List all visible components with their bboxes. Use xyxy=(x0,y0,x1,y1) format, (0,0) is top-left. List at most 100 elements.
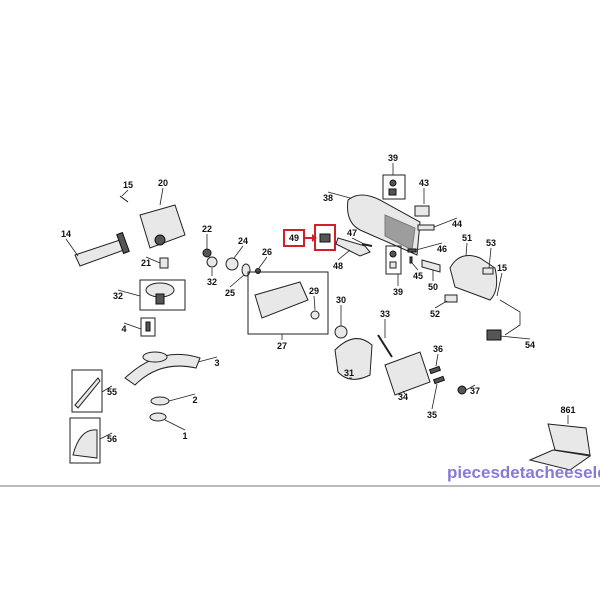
spanner-box xyxy=(71,369,103,413)
callout-3: 3 xyxy=(214,358,219,368)
label-53 xyxy=(482,267,494,275)
guard-56-box xyxy=(69,417,101,464)
leader-line-36 xyxy=(435,353,439,367)
leader-line-25 xyxy=(229,274,245,288)
leader-line-55 xyxy=(101,385,113,393)
carbon-brush-49 xyxy=(319,233,331,243)
switch-43 xyxy=(414,205,430,217)
leader-line-56 xyxy=(99,432,113,440)
spindle-assembly xyxy=(139,279,186,311)
callout-39: 39 xyxy=(393,287,403,297)
ring-25 xyxy=(241,263,251,277)
callout-56: 56 xyxy=(107,434,117,444)
callout-39: 39 xyxy=(388,153,398,163)
leader-line-1 xyxy=(164,419,186,431)
screw-33 xyxy=(377,334,393,358)
leader-line-46 xyxy=(415,242,443,251)
leader-line-15 xyxy=(496,272,503,297)
part-4 xyxy=(140,317,156,337)
callout-48: 48 xyxy=(333,261,343,271)
part-46 xyxy=(407,248,417,253)
screw-15 xyxy=(119,195,129,203)
watermark: piecesdetacheeselec.com xyxy=(447,463,600,482)
leader-line-2 xyxy=(168,393,196,402)
leader-line-21 xyxy=(145,256,161,264)
callout-49[interactable]: 49 xyxy=(289,233,299,243)
callout-27: 27 xyxy=(277,341,287,351)
callout-45: 45 xyxy=(413,271,423,281)
callout-33: 33 xyxy=(380,309,390,319)
leader-line-24 xyxy=(233,245,244,259)
callout-15: 15 xyxy=(497,263,507,273)
callout-53: 53 xyxy=(486,238,496,248)
leader-line-53 xyxy=(488,247,492,269)
callout-44: 44 xyxy=(452,219,462,229)
leader-line-37 xyxy=(465,384,476,391)
leader-line-15 xyxy=(121,189,129,197)
sleeve-50 xyxy=(421,259,441,273)
callout-24: 24 xyxy=(238,236,248,246)
callout-22: 22 xyxy=(202,224,212,234)
leader-line-3 xyxy=(197,356,218,363)
screw-45 xyxy=(409,256,413,264)
callout-15: 15 xyxy=(123,180,133,190)
callout-36: 36 xyxy=(433,344,443,354)
washer-32 xyxy=(206,256,218,268)
callout-29: 29 xyxy=(309,286,319,296)
callout-25: 25 xyxy=(225,288,235,298)
leader-line-4 xyxy=(123,322,142,330)
highlight-part-49-box[interactable] xyxy=(314,224,336,251)
callout-54: 54 xyxy=(525,340,535,350)
label-52 xyxy=(444,294,458,303)
part-39-bottom xyxy=(385,245,402,275)
callout-14: 14 xyxy=(61,229,71,239)
callout-861: 861 xyxy=(560,405,575,415)
leader-line-20 xyxy=(159,187,164,206)
leader-line-14 xyxy=(65,238,79,257)
leader-line-32 xyxy=(117,289,141,297)
callout-32: 32 xyxy=(113,291,123,301)
leader-line-34 xyxy=(402,390,406,395)
callout-46: 46 xyxy=(437,244,447,254)
leader-line-51 xyxy=(465,242,468,257)
callout-35: 35 xyxy=(427,410,437,420)
cord-54 xyxy=(499,299,521,336)
callout-43: 43 xyxy=(419,178,429,188)
leader-line-44 xyxy=(433,217,458,228)
stator-34 xyxy=(384,351,431,396)
side-handle xyxy=(74,231,130,267)
wheel-guard xyxy=(124,351,201,386)
callout-32: 32 xyxy=(207,277,217,287)
callout-4: 4 xyxy=(121,324,126,334)
gear-24 xyxy=(225,257,239,271)
callout-1: 1 xyxy=(182,431,187,441)
armature-box xyxy=(247,271,329,335)
bearing-22 xyxy=(202,248,212,258)
callout-55: 55 xyxy=(107,387,117,397)
callout-37: 37 xyxy=(470,386,480,396)
callout-2: 2 xyxy=(192,395,197,405)
leader-line-47 xyxy=(351,237,365,245)
callout-26: 26 xyxy=(262,247,272,257)
leader-line-48 xyxy=(337,249,351,261)
leader-lines xyxy=(65,163,569,440)
carry-case-861 xyxy=(528,423,592,471)
leader-line-38 xyxy=(327,191,351,199)
part-21 xyxy=(159,257,169,269)
callout-38: 38 xyxy=(323,193,333,203)
callout-52: 52 xyxy=(430,309,440,319)
leader-line-52 xyxy=(434,300,448,309)
nut-1 xyxy=(149,412,167,422)
bearing-housing-31 xyxy=(334,338,373,380)
switch-rod-48 xyxy=(335,237,371,257)
callout-21: 21 xyxy=(141,258,151,268)
gear-housing xyxy=(139,204,186,249)
callout-34: 34 xyxy=(398,392,408,402)
leader-line-29 xyxy=(313,295,316,311)
leader-line-26 xyxy=(258,256,268,269)
callout-47: 47 xyxy=(347,228,357,238)
leader-line-45 xyxy=(411,262,419,271)
